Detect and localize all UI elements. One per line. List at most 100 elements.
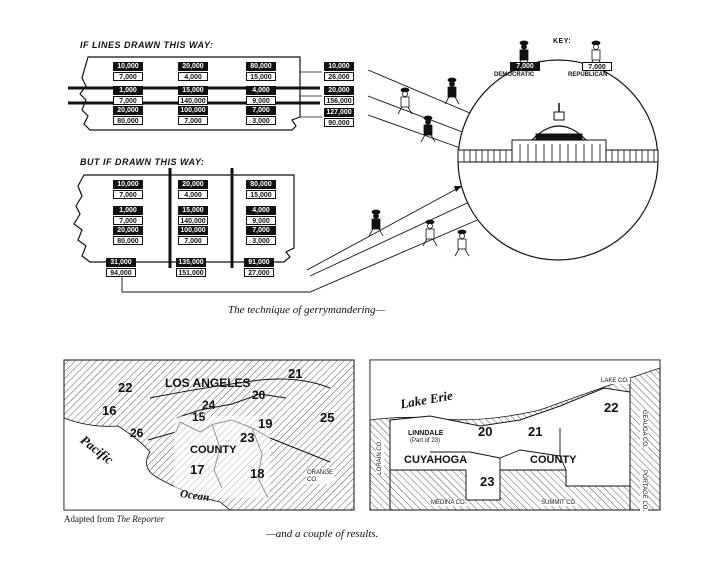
la-district-21: 21: [288, 366, 303, 381]
la-district-16: 16: [102, 403, 117, 418]
la-district-17: 17: [190, 462, 205, 477]
walker-rep-1-icon: [397, 87, 413, 115]
cell-a-r0c1-dem: 20,000: [178, 62, 208, 71]
cell-b-r1c2-dem: 4,000: [246, 206, 276, 215]
cell-a-r2c1-rep: 7,000: [178, 116, 208, 125]
total-b-2-dem: 91,000: [244, 258, 274, 267]
cell-b-r2c2-rep: 3,000: [246, 236, 276, 245]
cuy-lorain-label: LORAIN CO.: [376, 440, 384, 475]
cell-b-r0c2-rep: 15,000: [246, 190, 276, 199]
total-b-0-rep: 94,000: [106, 268, 136, 277]
credit-source: The Reporter: [116, 514, 165, 524]
la-orange-label: ORANGE CO.: [306, 470, 335, 484]
cuy-district-20: 20: [478, 424, 493, 439]
cell-a-r0c2-dem: 80,000: [246, 62, 276, 71]
key-rep-label: REPUBLICAN: [568, 72, 608, 78]
total-a-2-dem: 127,000: [324, 108, 354, 117]
key-rep-value: 7,000: [582, 62, 612, 71]
cuyahoga-map: [369, 359, 661, 511]
cuy-lake-co-label: LAKE CO.: [600, 378, 630, 384]
la-title: LOS ANGELES: [165, 376, 251, 390]
key-dem-label: DEMOCRATIC: [494, 72, 535, 78]
total-a-2-rep: 90,000: [324, 118, 354, 127]
cuy-district-23: 23: [480, 474, 495, 489]
credit-line: Adapted from The Reporter: [64, 514, 164, 524]
key-dem-value: 7,000: [510, 62, 540, 71]
cell-b-r1c0-rep: 7,000: [113, 216, 143, 225]
arrows-b: [121, 185, 497, 293]
cuy-linndale-label: LINNDALE: [408, 430, 444, 437]
cuy-portage-label: PORTAGE CO.: [640, 470, 648, 512]
cell-a-r0c2-rep: 15,000: [246, 72, 276, 81]
cell-b-r2c1-rep: 7,000: [178, 236, 208, 245]
cell-a-r2c0-rep: 80,000: [113, 116, 143, 125]
la-district-15: 15: [192, 410, 206, 424]
cell-a-r1c2-dem: 4,000: [246, 86, 276, 95]
caption-results: —and a couple of results.: [266, 528, 379, 540]
cell-b-r0c0-rep: 7,000: [113, 190, 143, 199]
la-district-20: 20: [252, 388, 266, 402]
total-a-0-dem: 10,000: [324, 62, 354, 71]
heading-drawn-this-way: BUT IF DRAWN THIS WAY:: [80, 157, 205, 167]
credit-prefix: Adapted from: [64, 514, 115, 524]
walker-rep-3-icon: [454, 229, 470, 257]
total-b-1-dem: 135,000: [176, 258, 206, 267]
cell-a-r2c2-rep: 3,000: [246, 116, 276, 125]
cell-b-r1c2-rep: 9,000: [246, 216, 276, 225]
total-b-2-rep: 27,000: [244, 268, 274, 277]
cell-a-r0c1-rep: 4,000: [178, 72, 208, 81]
cuy-summit-label: SUMMIT CO.: [540, 500, 578, 506]
cell-a-r1c1-dem: 15,000: [178, 86, 208, 95]
cell-a-r2c2-dem: 7,000: [246, 106, 276, 115]
cuy-medina-label: MEDINA CO.: [430, 500, 468, 506]
walker-dem-2-icon: [420, 115, 436, 143]
cell-b-r1c1-dem: 15,000: [178, 206, 208, 215]
heading-lines-this-way: IF LINES DRAWN THIS WAY:: [80, 40, 214, 50]
cuy-district-22: 22: [604, 400, 619, 415]
cell-b-r2c0-rep: 80,000: [113, 236, 143, 245]
total-a-1-dem: 20,000: [324, 86, 354, 95]
cell-b-r2c0-dem: 20,000: [113, 226, 143, 235]
cell-b-r1c1-rep: 140,000: [178, 216, 208, 225]
cell-b-r2c2-dem: 7,000: [246, 226, 276, 235]
total-b-0-dem: 31,000: [106, 258, 136, 267]
total-a-1-rep: 156,000: [324, 96, 354, 105]
bottom-maps: [63, 359, 661, 511]
connectors-a: [300, 71, 322, 118]
cell-a-r1c0-rep: 7,000: [113, 96, 143, 105]
capitol-building-icon: [457, 103, 659, 163]
walker-dem-3-icon: [368, 209, 384, 237]
la-county-label: COUNTY: [190, 444, 237, 456]
cell-a-r0c0-dem: 10,000: [113, 62, 143, 71]
total-b-1-rep: 151,000: [176, 268, 206, 277]
cuy-linndale-note: (Part of 23): [410, 438, 441, 444]
cell-a-r1c2-rep: 9,000: [246, 96, 276, 105]
la-district-18: 18: [250, 466, 265, 481]
la-district-26: 26: [130, 426, 144, 440]
cuy-district-21: 21: [528, 424, 543, 439]
walker-rep-2-icon: [422, 219, 438, 247]
key-title: KEY:: [553, 38, 572, 45]
cuy-geauga-label: GEAUGA CO.: [640, 410, 648, 448]
la-district-24: 24: [202, 398, 216, 412]
caption-gerrymandering: The technique of gerrymandering—: [228, 304, 386, 316]
walker-dem-1-icon: [444, 77, 460, 105]
cell-b-r2c1-dem: 100,000: [178, 226, 208, 235]
la-district-19: 19: [258, 416, 273, 431]
cuy-county-label: COUNTY: [530, 454, 577, 466]
cell-a-r2c0-dem: 20,000: [113, 106, 143, 115]
cell-b-r0c0-dem: 10,000: [113, 180, 143, 189]
cell-b-r1c0-dem: 1,000: [113, 206, 143, 215]
cell-a-r2c1-dem: 100,000: [178, 106, 208, 115]
cell-b-r0c1-rep: 4,000: [178, 190, 208, 199]
la-map: [63, 359, 355, 511]
cell-a-r1c1-rep: 140,000: [178, 96, 208, 105]
cell-a-r0c0-rep: 7,000: [113, 72, 143, 81]
la-district-23: 23: [240, 430, 255, 445]
total-a-0-rep: 26,000: [324, 72, 354, 81]
la-district-25: 25: [320, 410, 335, 425]
cell-a-r1c0-dem: 1,000: [113, 86, 143, 95]
cell-b-r0c1-dem: 20,000: [178, 180, 208, 189]
cuy-cuyahoga-label: CUYAHOGA: [404, 454, 468, 466]
la-district-22: 22: [118, 380, 133, 395]
